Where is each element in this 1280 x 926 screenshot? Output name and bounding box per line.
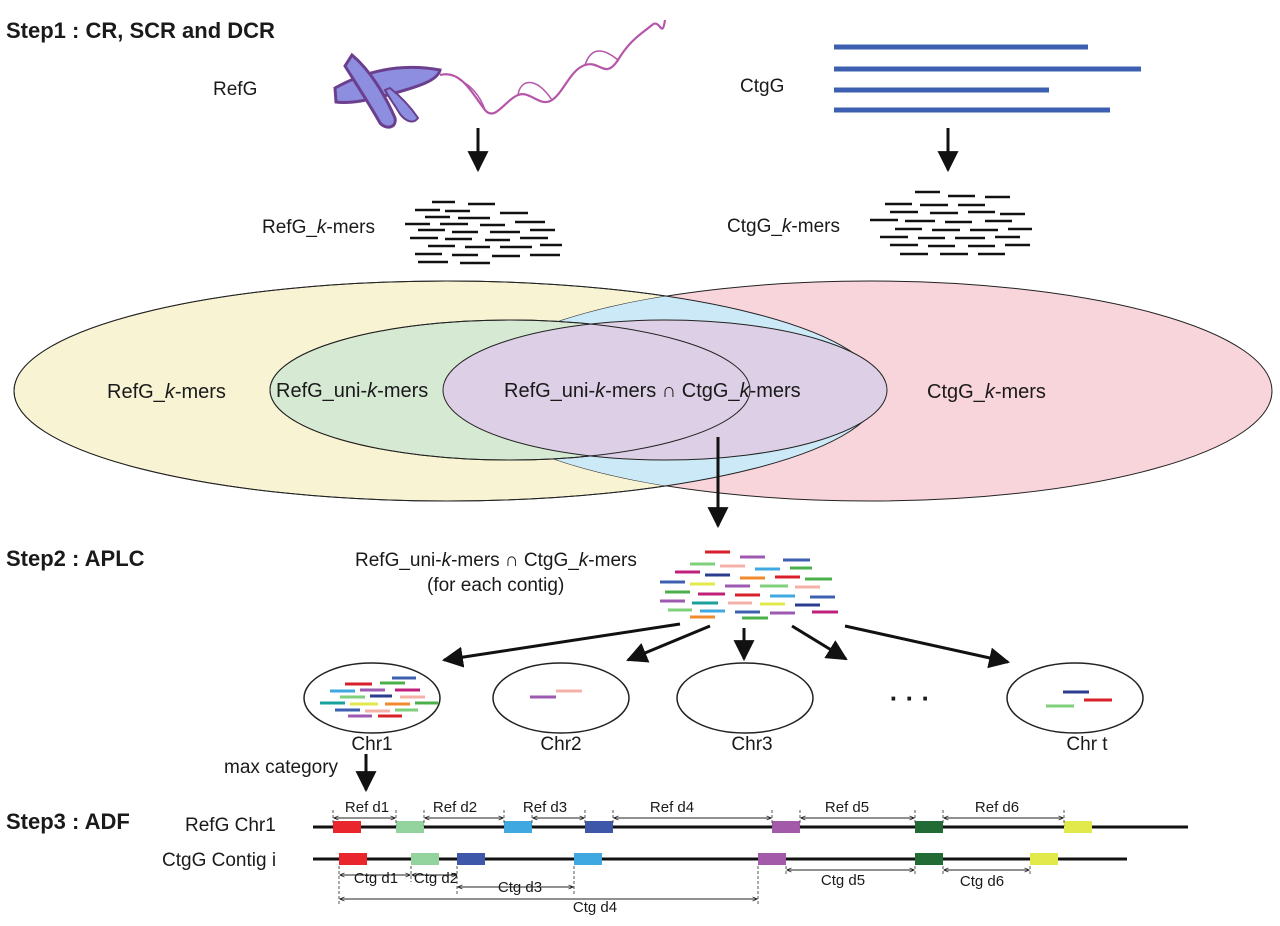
ctg-d4-label: Ctg d4: [573, 899, 617, 916]
refg-distances: Ref d1 Ref d2 Ref d3 Ref d4 Ref d5 Ref d6: [332, 799, 1065, 826]
ctgg-segment-7: [1030, 853, 1058, 865]
refg-segments: [333, 821, 1092, 833]
ctgg-kmers-label: CtgG_k-mers: [727, 216, 840, 237]
ctgg-kmer-cloud: [870, 190, 1032, 256]
chromosome-bins: [303, 662, 1144, 734]
chr2-bin: [492, 662, 630, 734]
step2-intersection-label: RefG_uni-k-mers ∩ CtgG_k-mers: [355, 550, 637, 571]
max-category-label: max category: [224, 757, 339, 778]
ctgg-segment-1: [339, 853, 367, 865]
ctgg-segment-5: [758, 853, 786, 865]
ctgg-segment-3: [457, 853, 485, 865]
chr3-label: Chr3: [731, 734, 772, 755]
refg-kmers-label: RefG_k-mers: [262, 217, 375, 238]
ctg-d1-label: Ctg d1: [354, 870, 398, 887]
ref-d4-label: Ref d4: [650, 799, 694, 816]
ctg-d6-label: Ctg d6: [960, 873, 1004, 890]
ref-d2-label: Ref d2: [433, 799, 477, 816]
refg-segment-3: [504, 821, 532, 833]
refg-segment-6: [915, 821, 943, 833]
ref-d1-label: Ref d1: [345, 799, 389, 816]
venn-uni-label: RefG_uni-k-mers: [276, 380, 428, 402]
ctgg-segments: [339, 853, 1058, 865]
refg-segment-4: [585, 821, 613, 833]
fan-out-arrows: [441, 622, 1011, 669]
chr2-label: Chr2: [540, 734, 581, 755]
venn-intersection: [442, 319, 888, 461]
ctgg-label: CtgG: [740, 76, 784, 97]
chr1-label: Chr1: [351, 734, 392, 755]
chrt-kmers: [1046, 690, 1112, 708]
ref-d5-label: Ref d5: [825, 799, 869, 816]
chr1-bin: [303, 662, 441, 734]
refg-segment-5: [772, 821, 800, 833]
ctg-d3-label: Ctg d3: [498, 879, 542, 896]
refg-label: RefG: [213, 79, 257, 100]
chromosome-icon: [333, 52, 442, 129]
refg-segment-2: [396, 821, 424, 833]
venn-right-label: CtgG_k-mers: [927, 381, 1046, 403]
refg-chr1-label: RefG Chr1: [185, 815, 276, 836]
ctgg-segment-2: [411, 853, 439, 865]
dna-helix-icon: [439, 19, 667, 115]
ctgg-distances: Ctg d1 Ctg d2 Ctg d3 Ctg d4 Ctg d5 Ctg d6: [338, 866, 1031, 916]
ref-d6-label: Ref d6: [975, 799, 1019, 816]
ref-d3-label: Ref d3: [523, 799, 567, 816]
chrt-label: Chr t: [1066, 734, 1108, 755]
step2-title: Step2 : APLC: [6, 546, 145, 571]
contig-lines: [834, 44, 1141, 113]
step2-for-each-contig: (for each contig): [427, 575, 564, 596]
ctgg-contig-label: CtgG Contig i: [162, 850, 276, 871]
refg-segment-1: [333, 821, 361, 833]
venn-diagram: RefG_k-mers RefG_uni-k-mers RefG_uni-k-m…: [13, 280, 1273, 502]
chr1-kmers: [320, 676, 438, 718]
ctgg-segment-6: [915, 853, 943, 865]
ctg-d5-label: Ctg d5: [821, 872, 865, 889]
chrt-bin: [1006, 662, 1144, 734]
chr3-bin: [676, 662, 814, 734]
step1-title: Step1 : CR, SCR and DCR: [6, 18, 275, 43]
more-chromosomes-ellipsis: · · ·: [890, 683, 930, 713]
venn-intersection-label: RefG_uni-k-mers ∩ CtgG_k-mers: [504, 380, 801, 402]
refg-kmer-cloud: [405, 200, 562, 265]
chr2-kmers: [530, 689, 582, 699]
ctg-d2-label: Ctg d2: [414, 870, 458, 887]
ctgg-segment-4: [574, 853, 602, 865]
step3-title: Step3 : ADF: [6, 809, 130, 834]
venn-left-label: RefG_k-mers: [107, 381, 226, 403]
colored-kmer-cloud: [660, 550, 838, 620]
refg-segment-7: [1064, 821, 1092, 833]
